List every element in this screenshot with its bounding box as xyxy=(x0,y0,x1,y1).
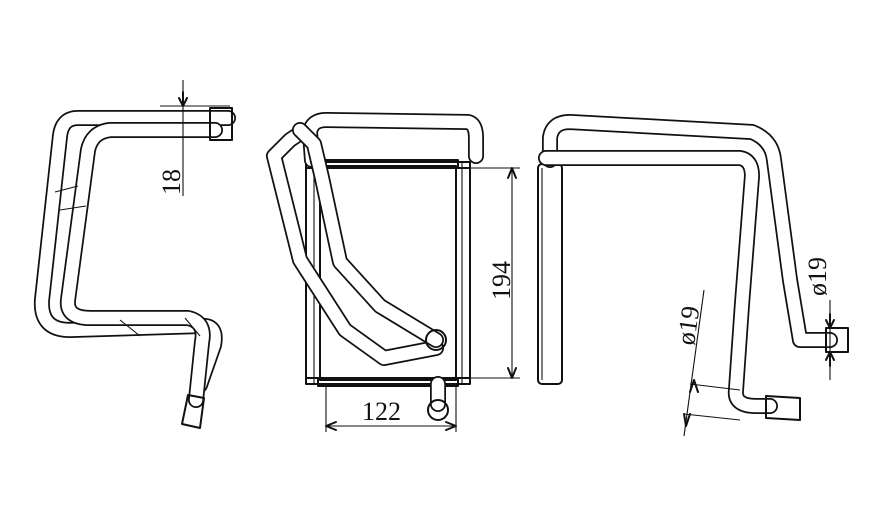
dim-122-arrow-left xyxy=(325,421,337,431)
dim-19-upper-arrow-bottom xyxy=(825,351,835,367)
dim-19-lower-arrow-bottom xyxy=(683,413,691,427)
outlet-port-circle xyxy=(427,399,449,421)
dim-194-arrow-bottom xyxy=(507,367,517,379)
right-view-pipe-inner xyxy=(538,150,778,414)
center-view-pipe-top xyxy=(302,112,484,168)
left-view-pipe-outer xyxy=(33,110,236,393)
dim-19-upper-label: ø19 xyxy=(803,257,832,296)
right-view-lower-fitting xyxy=(765,395,801,421)
left-view-bottom-fitting xyxy=(181,394,205,429)
dim-122-label: 122 xyxy=(362,397,401,426)
left-view-pipe-joints xyxy=(54,185,201,337)
inlet-port-circle xyxy=(425,329,447,351)
dim-19-lower-group: ø19 xyxy=(671,289,741,437)
dim-194-group: 194 xyxy=(470,167,520,379)
left-view-top-fitting xyxy=(209,107,233,141)
dim-19-upper-arrow-top xyxy=(825,313,835,329)
left-view-pipe-inner xyxy=(59,122,223,408)
dim-19-lower-arrow-top xyxy=(689,379,699,393)
center-view-pipe-outlet xyxy=(292,122,444,348)
dim-194-label: 194 xyxy=(487,261,516,300)
center-front-view: 194 122 xyxy=(266,112,520,432)
right-side-view: ø19 ø19 xyxy=(537,114,849,437)
right-view-upper-fitting xyxy=(825,327,849,353)
dim-18-label: 18 xyxy=(157,169,186,195)
dim-122-group: 122 xyxy=(325,386,457,432)
left-side-view: 18 xyxy=(33,80,236,429)
right-view-pipe-outer xyxy=(542,114,838,348)
dim-194-arrow-top xyxy=(507,167,517,179)
dim-19-upper-group: ø19 xyxy=(803,257,835,380)
dim-19-lower-label: ø19 xyxy=(671,304,705,347)
dim-18-group: 18 xyxy=(157,80,230,196)
dim-18-arrow-top xyxy=(178,91,188,107)
dim-122-arrow-right xyxy=(445,421,457,431)
center-view-pipe-inlet xyxy=(266,124,444,366)
